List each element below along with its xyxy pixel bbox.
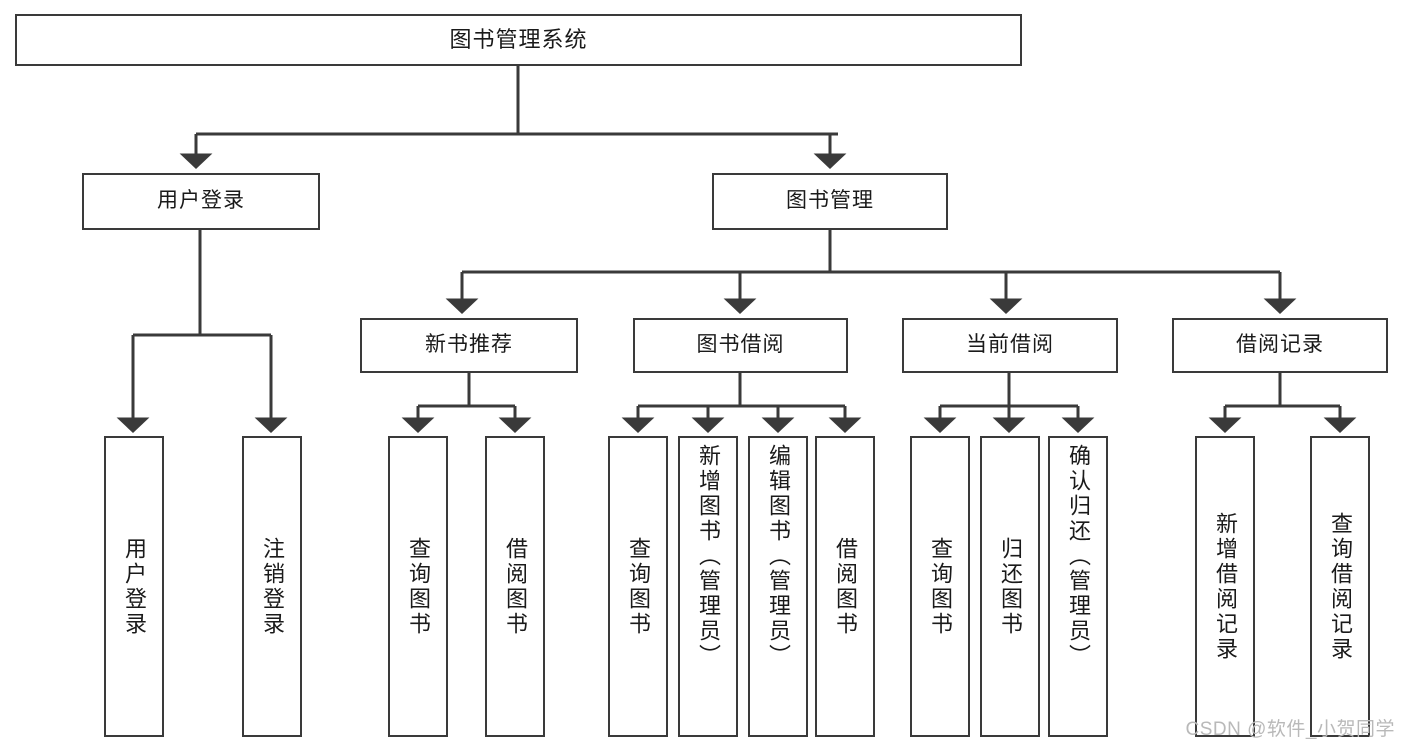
node-label: 新书推荐	[425, 333, 513, 357]
node-book-management[interactable]: 图书管理	[712, 173, 948, 230]
node-root-system[interactable]: 图书管理系统	[15, 14, 1022, 66]
node-label: 借阅记录	[1236, 333, 1324, 357]
node-label: 新增图书（管理员）	[696, 444, 721, 669]
node-label: 用户登录	[122, 536, 147, 637]
leaf-add-book-admin[interactable]: 新增图书（管理员）	[678, 436, 738, 737]
leaf-logout[interactable]: 注销登录	[242, 436, 302, 737]
leaf-add-borrow-record[interactable]: 新增借阅记录	[1195, 436, 1255, 737]
node-label: 查询图书	[928, 536, 953, 637]
leaf-query-book-current[interactable]: 查询图书	[910, 436, 970, 737]
node-label: 编辑图书（管理员）	[766, 444, 791, 669]
node-label: 查询借阅记录	[1328, 511, 1353, 662]
node-user-login[interactable]: 用户登录	[82, 173, 320, 230]
node-label: 注销登录	[260, 536, 285, 637]
leaf-borrow-book-recommend[interactable]: 借阅图书	[485, 436, 545, 737]
node-label: 图书管理	[786, 189, 874, 213]
node-label: 查询图书	[406, 536, 431, 637]
node-borrow-record[interactable]: 借阅记录	[1172, 318, 1388, 373]
node-label: 查询图书	[626, 536, 651, 637]
node-book-borrow[interactable]: 图书借阅	[633, 318, 848, 373]
node-label: 借阅图书	[503, 536, 528, 637]
leaf-query-book-recommend[interactable]: 查询图书	[388, 436, 448, 737]
leaf-confirm-return-admin[interactable]: 确认归还（管理员）	[1048, 436, 1108, 737]
leaf-query-book-borrow[interactable]: 查询图书	[608, 436, 668, 737]
node-new-book-recommend[interactable]: 新书推荐	[360, 318, 578, 373]
leaf-user-login[interactable]: 用户登录	[104, 436, 164, 737]
leaf-edit-book-admin[interactable]: 编辑图书（管理员）	[748, 436, 808, 737]
leaf-borrow-book[interactable]: 借阅图书	[815, 436, 875, 737]
node-label: 图书管理系统	[449, 27, 588, 53]
node-label: 归还图书	[998, 536, 1023, 637]
node-label: 用户登录	[157, 189, 245, 213]
node-label: 借阅图书	[833, 536, 858, 637]
node-label: 图书借阅	[696, 333, 785, 357]
watermark-text: CSDN @软件_小贺同学	[1185, 719, 1395, 740]
leaf-query-borrow-record[interactable]: 查询借阅记录	[1310, 436, 1370, 737]
node-label: 当前借阅	[966, 333, 1054, 357]
node-label: 确认归还（管理员）	[1066, 444, 1091, 669]
leaf-return-book[interactable]: 归还图书	[980, 436, 1040, 737]
node-label: 新增借阅记录	[1213, 511, 1238, 662]
node-current-borrow[interactable]: 当前借阅	[902, 318, 1118, 373]
